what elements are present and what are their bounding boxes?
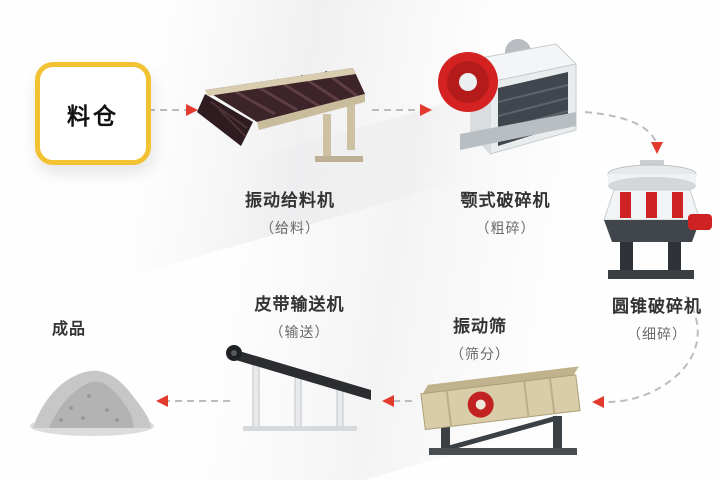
screen-label: 振动筛 — [453, 317, 507, 336]
silo-node: 料仓 — [35, 62, 151, 165]
product-label: 成品 — [52, 321, 87, 338]
arrow-head-icon — [592, 396, 604, 408]
vibrating-feeder-illustration — [197, 68, 365, 162]
arrow-head-icon — [186, 104, 198, 116]
vibrating-screen-illustration — [420, 366, 581, 455]
conveyor-sublabel: （输送） — [269, 324, 330, 340]
feeder-label: 振动给料机 — [245, 191, 335, 210]
feeder-sublabel: （给料） — [260, 220, 320, 236]
cone-crusher-label: 圆锥破碎机 — [612, 297, 702, 316]
arrow-head-icon — [651, 142, 663, 154]
jaw-crusher-sublabel: （粗碎） — [475, 220, 536, 236]
jaw-crusher-label: 颚式破碎机 — [460, 191, 551, 210]
product-stockpile-illustration — [30, 370, 154, 436]
jaw-crusher-illustration — [438, 39, 578, 155]
belt-conveyor-illustration — [226, 345, 371, 431]
conveyor-label: 皮带输送机 — [254, 295, 345, 314]
cone-crusher-illustration — [603, 160, 712, 279]
arrow-head-icon — [156, 395, 168, 407]
cone-crusher-sublabel: （细碎） — [627, 326, 687, 342]
arrow-head-icon — [420, 104, 432, 116]
silo-label: 料仓 — [67, 102, 119, 129]
arrow-head-icon — [382, 395, 394, 407]
screen-sublabel: （筛分） — [450, 346, 510, 362]
